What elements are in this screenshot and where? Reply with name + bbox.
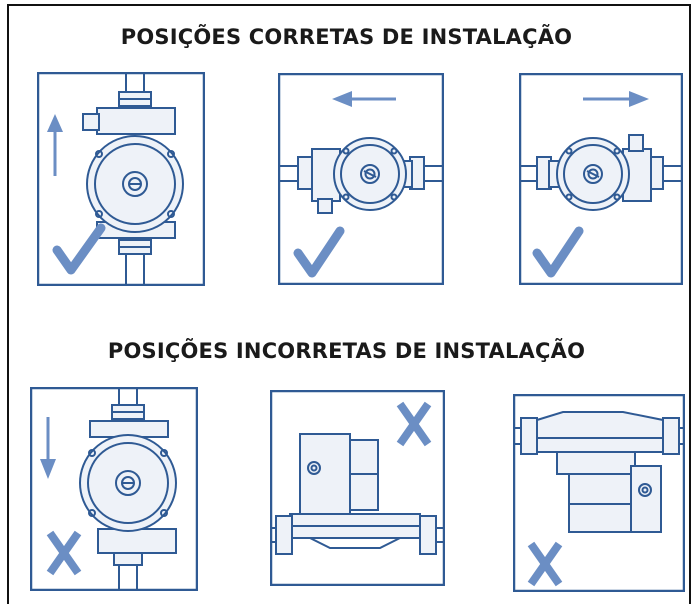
arrow-down-icon (40, 417, 56, 479)
panel-incorrect-motor-up (270, 390, 445, 586)
pump-head (79, 434, 177, 532)
pump-head (333, 137, 407, 211)
cross-icon (46, 530, 82, 576)
pipe-bottom (118, 239, 152, 284)
arrow-right-icon (583, 91, 649, 107)
panel-incorrect-vertical-down (30, 387, 198, 591)
pump-head (86, 135, 184, 233)
panel-correct-vertical (37, 72, 205, 286)
panel-incorrect-motor-down (513, 394, 685, 592)
pump-head (556, 137, 630, 211)
incorrect-positions-heading: POSIÇÕES INCORRETAS DE INSTALAÇÃO (107, 339, 586, 363)
cross-icon (396, 401, 432, 447)
cross-icon (527, 541, 563, 587)
arrow-up-icon (47, 114, 63, 176)
correct-positions-heading: POSIÇÕES CORRETAS DE INSTALAÇÃO (120, 25, 573, 49)
check-icon (532, 226, 584, 278)
pipe-top (118, 74, 152, 107)
check-icon (293, 226, 345, 278)
panel-correct-horizontal-right (519, 73, 683, 285)
panel-correct-horizontal-left (278, 73, 444, 285)
arrow-left-icon (332, 91, 396, 107)
check-icon (52, 223, 106, 275)
